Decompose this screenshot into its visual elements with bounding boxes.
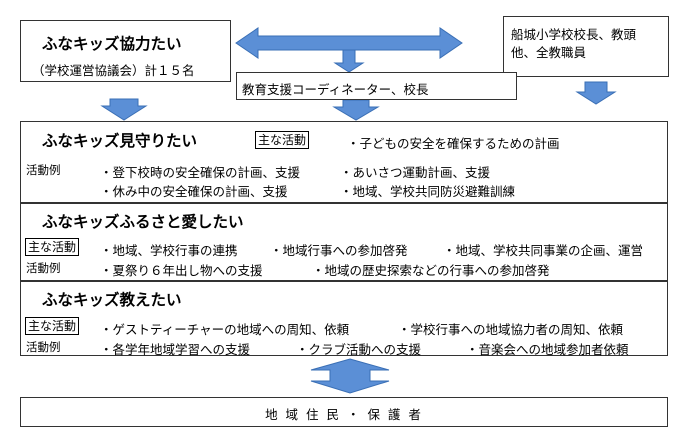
oshie-example: ・各学年地域学習への支援 <box>100 342 251 357</box>
kyoryoku-box <box>20 20 231 82</box>
furusato-main-activity: ・地域、学校行事の連携 <box>100 243 238 258</box>
residents-label: 地 域 住 民 ・ 保 護 者 <box>265 407 423 422</box>
oshie-main-activity: ・学校行事への地域協力者の周知、依頼 <box>398 322 624 337</box>
oshie-main-tag: 主な活動 <box>25 317 80 335</box>
teachers-line2: 他、全教職員 <box>511 45 587 60</box>
teachers-line1: 船城小学校校長、教頭 <box>511 27 637 42</box>
mimamori-example: ・あいさつ運動計画、支援 <box>340 165 491 180</box>
mimamori-title: ふなキッズ見守りたい <box>42 132 198 150</box>
furusato-main-activity: ・地域行事への参加啓発 <box>270 243 408 258</box>
furusato-main-activity: ・地域、学校共同事業の企画、運営 <box>443 243 644 258</box>
center-down-arrow-2 <box>332 99 380 121</box>
mimamori-main-tag: 主な活動 <box>255 131 310 149</box>
oshie-example: ・クラブ活動への支援 <box>296 342 422 357</box>
bottom-double-arrow <box>310 358 390 394</box>
oshie-title: ふなキッズ教えたい <box>42 291 182 309</box>
furusato-section <box>20 203 668 281</box>
left-down-arrow <box>100 98 148 121</box>
oshie-example: ・音楽会への地域参加者依頼 <box>466 342 629 357</box>
top-double-arrow <box>235 27 463 59</box>
furusato-example: ・夏祭り６年出し物への支援 <box>100 263 263 278</box>
mimamori-example: ・登下校時の安全確保の計画、支援 <box>100 165 301 180</box>
mimamori-section <box>20 121 668 203</box>
oshie-section <box>20 281 668 356</box>
mimamori-example: ・休み中の安全確保の計画、支援 <box>100 184 288 199</box>
furusato-example: ・地域の歴史探索などの行事への参加啓発 <box>312 263 550 278</box>
coordinator-label: 教育支援コーディネーター、校長 <box>242 82 429 97</box>
mimamori-example: ・地域、学校共同防災避難訓練 <box>340 184 516 199</box>
oshie-example-label: 活動例 <box>26 340 61 354</box>
right-down-arrow <box>575 81 617 105</box>
kyoryoku-subtitle: （学校運営協議会）計１５名 <box>32 63 195 78</box>
mimamori-main-activity: ・子どもの安全を確保するための計画 <box>347 136 560 151</box>
furusato-main-tag: 主な活動 <box>25 238 80 256</box>
residents-box <box>20 397 668 427</box>
teachers-box <box>503 16 669 77</box>
coordinator-box <box>236 72 517 100</box>
furusato-title: ふなキッズふるさと愛したい <box>42 213 244 231</box>
mimamori-example-label: 活動例 <box>26 163 61 177</box>
oshie-main-activity: ・ゲストティーチャーの地域への周知、依頼 <box>100 322 350 337</box>
center-down-arrow <box>333 49 365 73</box>
kyoryoku-title: ふなキッズ協力たい <box>42 35 182 53</box>
furusato-example-label: 活動例 <box>26 261 61 275</box>
